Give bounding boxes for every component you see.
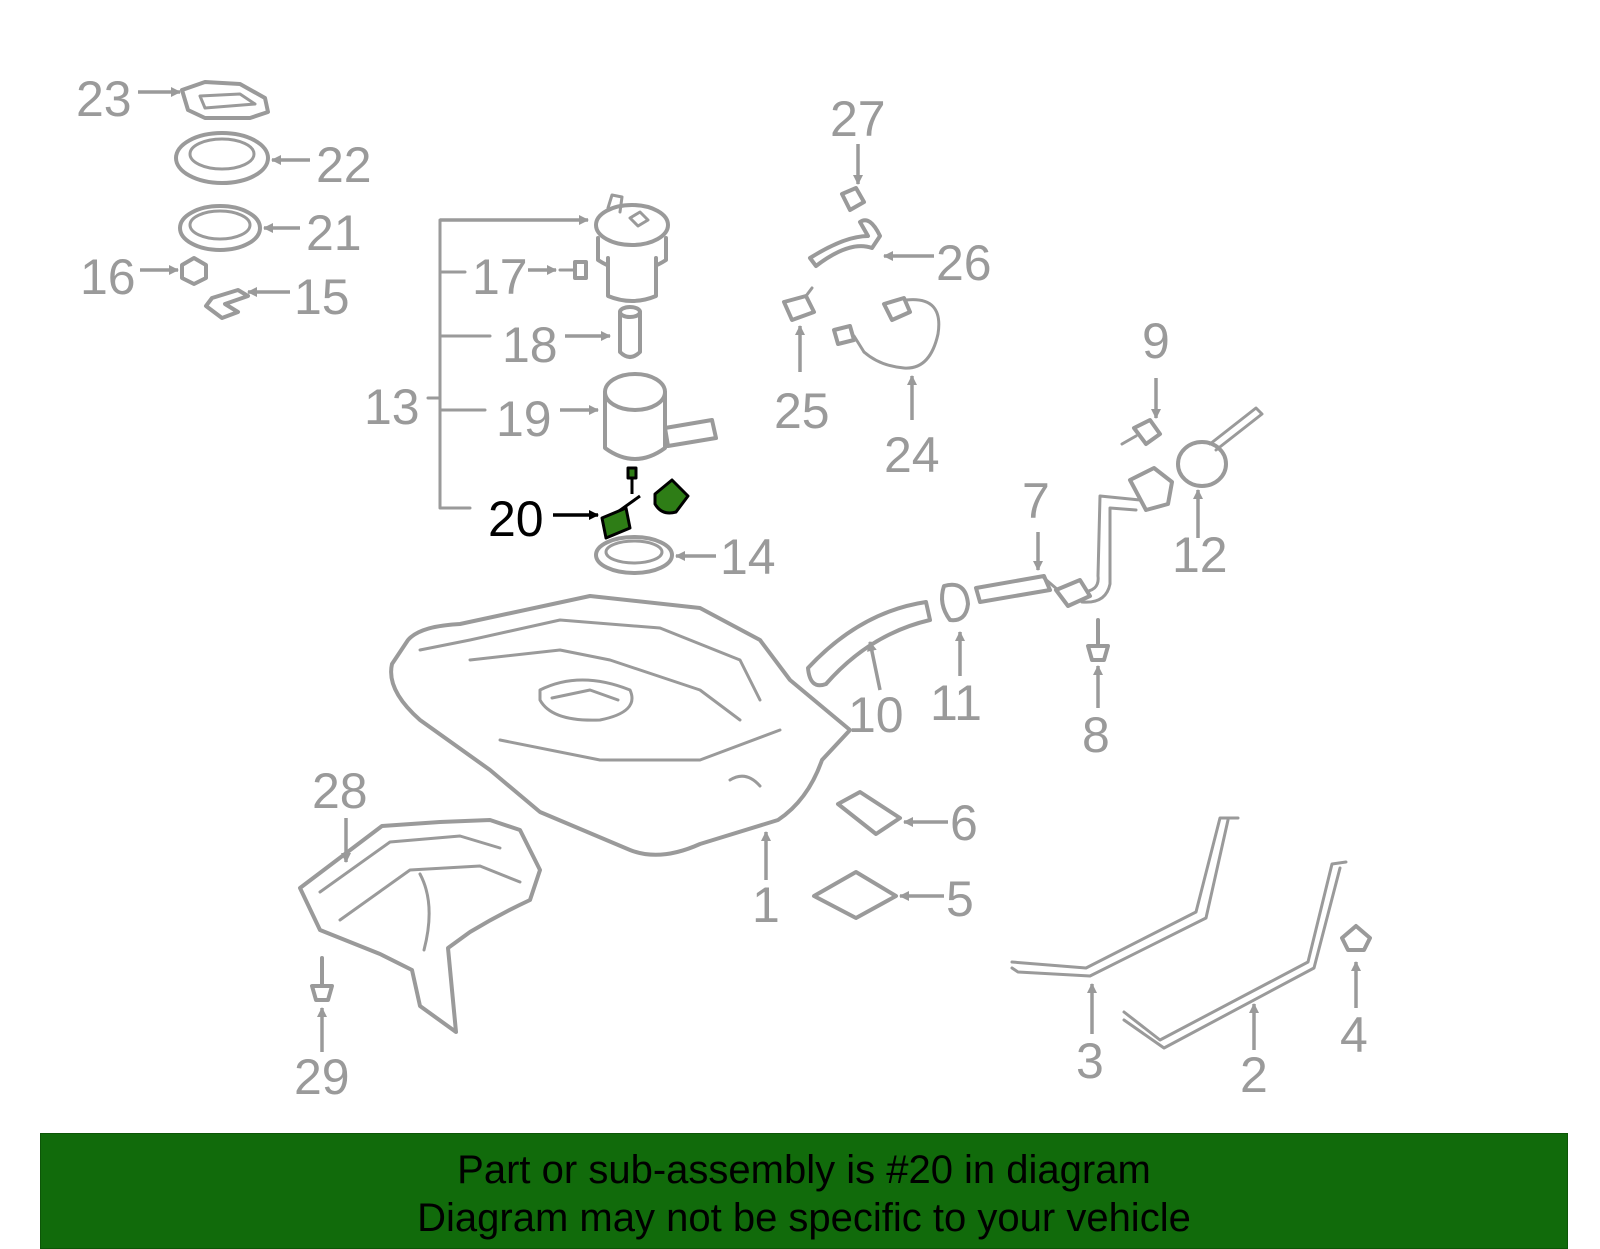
- part-9-bolt: [1120, 378, 1162, 446]
- callout-26: 26: [936, 235, 992, 291]
- part-19-pump-housing: [560, 372, 718, 461]
- part-5-pad: [812, 870, 944, 920]
- callout-24: 24: [884, 427, 940, 483]
- callout-19: 19: [496, 391, 552, 447]
- callout-27: 27: [830, 91, 886, 147]
- part-13-assembly-bracket: [426, 215, 589, 510]
- callout-18: 18: [502, 317, 558, 373]
- part-29-bolt: [310, 956, 334, 1052]
- part-4-clip: [1340, 924, 1372, 1008]
- part-17-screw: [528, 260, 588, 280]
- callout-20: 20: [488, 491, 544, 547]
- callout-8: 8: [1082, 707, 1110, 763]
- part-26-hose: [808, 218, 934, 268]
- part-15-bracket: [204, 287, 290, 320]
- callout-25: 25: [774, 383, 830, 439]
- part-2-tank-strap: [1122, 860, 1348, 1050]
- callout-11: 11: [930, 675, 982, 731]
- part-10-filler-hose: [806, 600, 932, 691]
- callout-28: 28: [312, 763, 368, 819]
- part-7-filler-pipe: [974, 466, 1174, 608]
- callout-4: 4: [1340, 1007, 1368, 1063]
- part-22-lock-ring: [174, 131, 310, 185]
- callout-5: 5: [946, 871, 974, 927]
- part-23-cover: [138, 80, 270, 120]
- callout-3: 3: [1076, 1033, 1104, 1089]
- callout-21: 21: [306, 205, 362, 261]
- callout-22: 22: [316, 137, 372, 193]
- callout-17: 17: [472, 249, 528, 305]
- callout-14: 14: [720, 529, 776, 585]
- part-11-clamp: [940, 582, 970, 676]
- part-21-gasket: [178, 204, 300, 252]
- callout-7: 7: [1022, 473, 1050, 529]
- banner-part-note: Part or sub-assembly is #20 in diagram: [457, 1148, 1151, 1192]
- part-16-nut: [140, 256, 208, 286]
- part-8-bolt: [1086, 618, 1110, 708]
- callout-15: 15: [294, 269, 350, 325]
- callout-9: 9: [1142, 313, 1170, 369]
- callout-16: 16: [80, 249, 136, 305]
- part-6-pad: [836, 790, 948, 836]
- callout-12: 12: [1172, 527, 1228, 583]
- part-1-fuel-tank: [389, 594, 852, 880]
- callout-2: 2: [1240, 1047, 1268, 1103]
- part-28-heat-shield: [298, 818, 542, 1034]
- part-25-valve: [782, 286, 816, 372]
- part-12-fuel-cap: [1176, 406, 1264, 538]
- callout-23: 23: [76, 71, 132, 127]
- callout-29: 29: [294, 1049, 350, 1105]
- part-24-sensor-wire: [832, 296, 941, 420]
- part-27-connector: [840, 144, 866, 212]
- part-fuel-pump-module: [594, 193, 670, 303]
- part-3-tank-strap: [1010, 816, 1240, 1034]
- part-14-gasket: [594, 535, 716, 575]
- callout-13: 13: [364, 379, 420, 435]
- callout-6: 6: [950, 795, 978, 851]
- part-20-fuel-level-sender[interactable]: [553, 466, 690, 540]
- callout-10: 10: [848, 687, 904, 743]
- info-banner: Part or sub-assembly is #20 in diagram D…: [40, 1133, 1568, 1249]
- banner-disclaimer: Diagram may not be specific to your vehi…: [417, 1196, 1191, 1240]
- part-18-fuel-pump: [565, 305, 642, 359]
- callout-1: 1: [752, 877, 780, 933]
